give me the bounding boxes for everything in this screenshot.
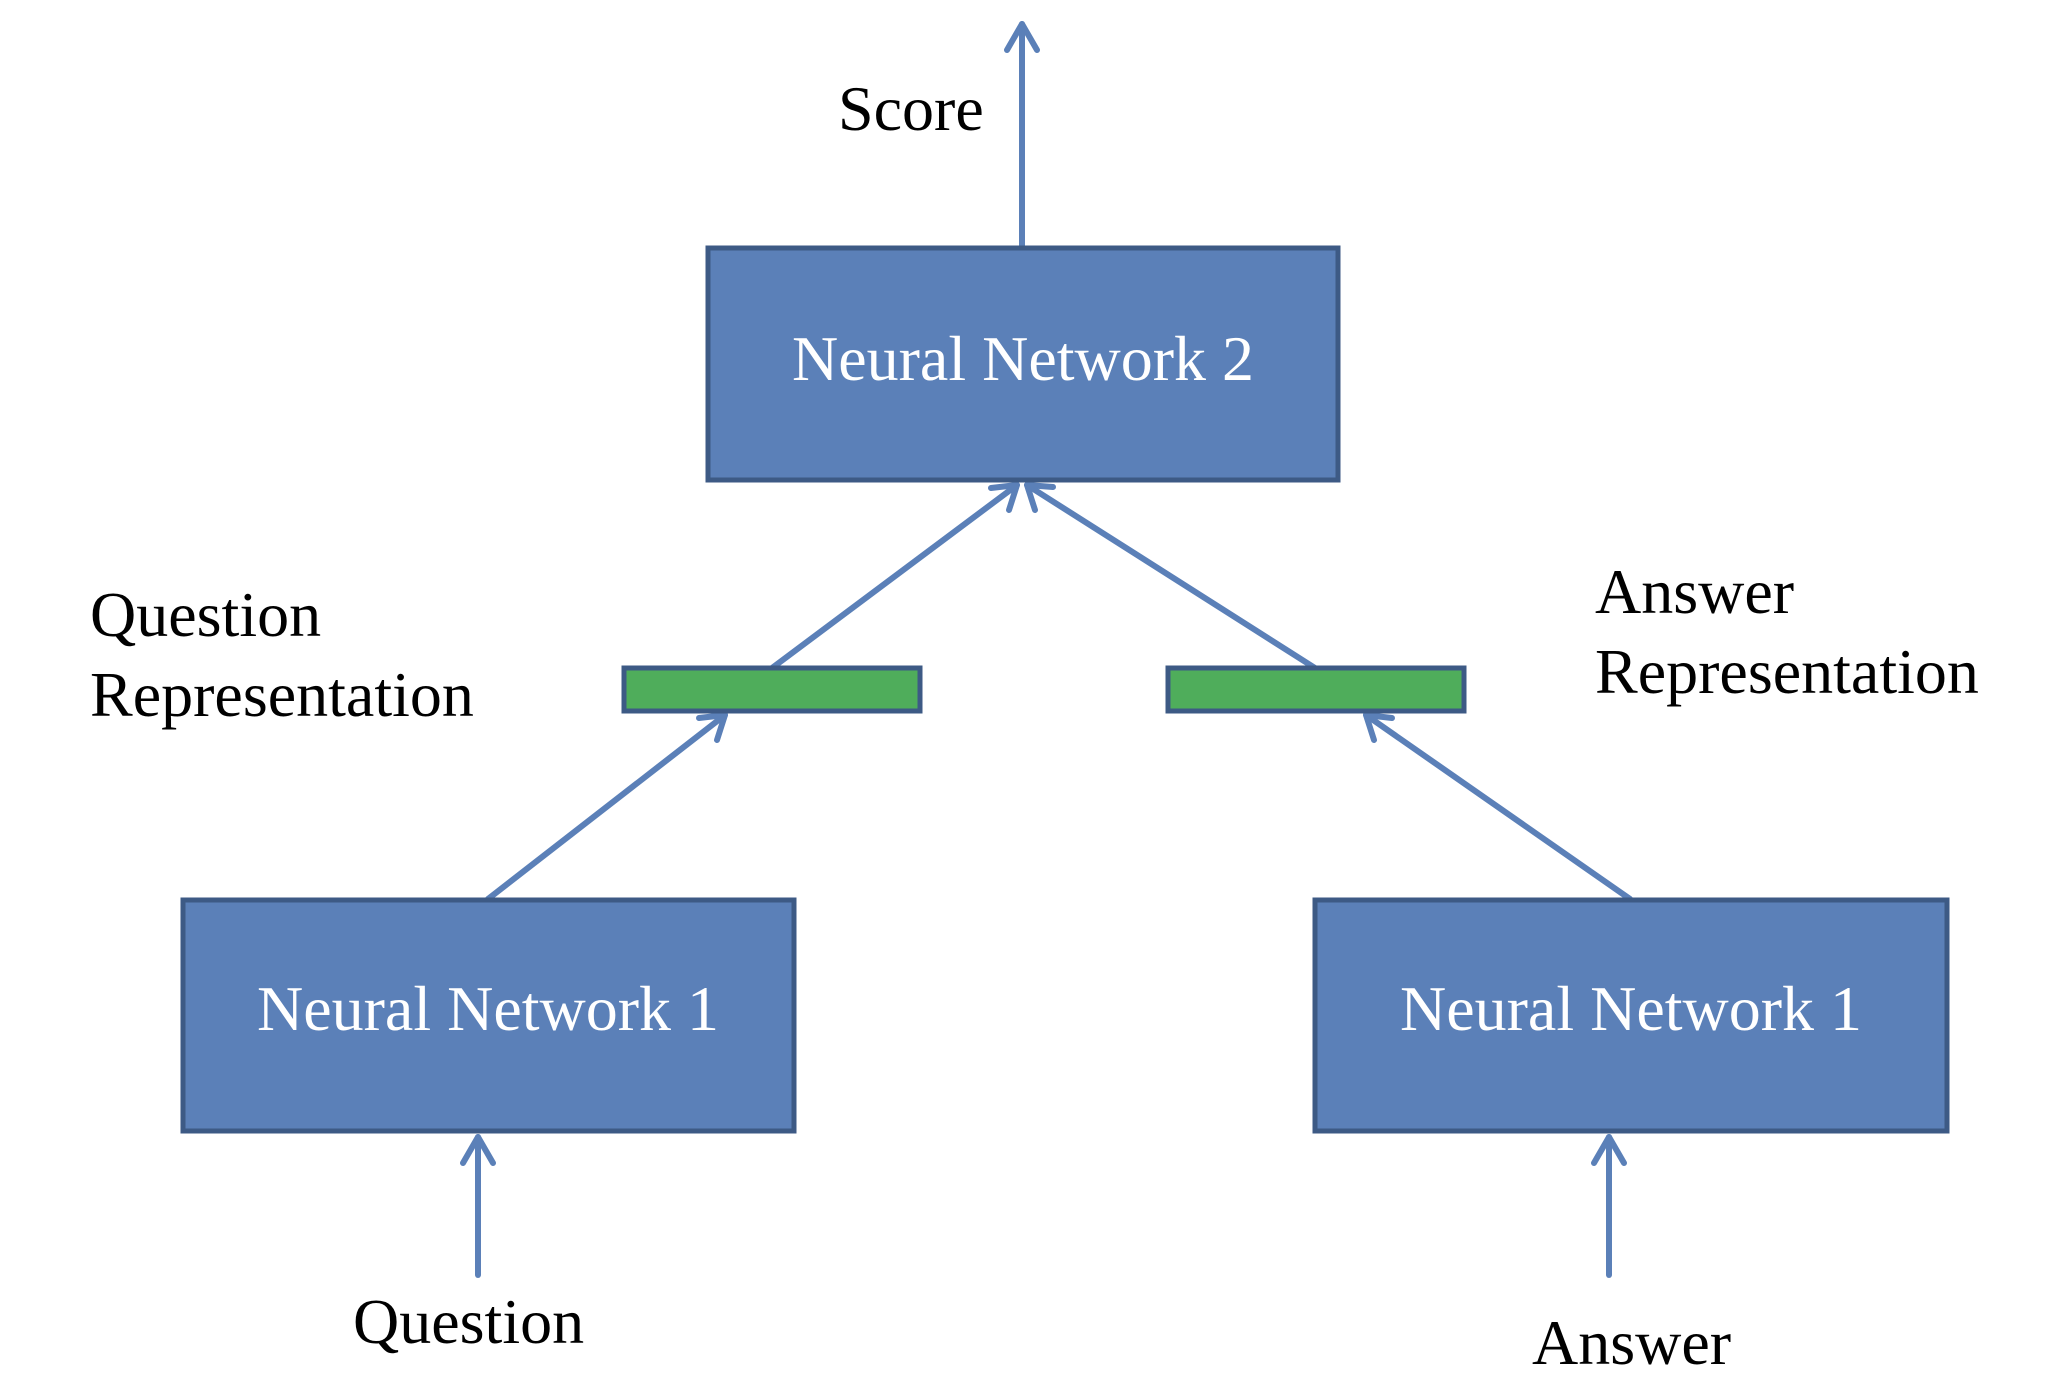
neural-network-1-question-label: Neural Network 1 — [257, 973, 719, 1044]
score-label: Score — [838, 73, 984, 144]
neural-network-1-answer-box: Neural Network 1 — [1312, 897, 1950, 1134]
arrow-answer-to-nn1 — [1591, 1134, 1627, 1278]
neural-network-2-box: Neural Network 2 — [705, 245, 1341, 483]
neural-network-2-label: Neural Network 2 — [792, 323, 1254, 394]
answer-input-label: Answer — [1532, 1307, 1731, 1378]
question-representation-label-line1: Question — [90, 579, 321, 650]
arrow-nn1-question-to-question-representation — [485, 712, 728, 902]
question-input-label: Question — [353, 1286, 584, 1357]
arrow-question-representation-to-nn2 — [769, 482, 1020, 671]
arrows — [460, 21, 1633, 1278]
answer-representation-label-line2: Representation — [1595, 636, 1979, 707]
arrow-nn2-to-score — [1004, 21, 1040, 249]
neural-network-1-answer-label: Neural Network 1 — [1400, 973, 1862, 1044]
question-representation-label-line2: Representation — [90, 659, 474, 730]
question-representation-bar — [621, 665, 923, 714]
arrow-answer-representation-to-nn2 — [1024, 482, 1318, 671]
answer-representation-bar — [1165, 665, 1467, 714]
arrow-question-to-nn1 — [460, 1134, 496, 1278]
neural-network-1-question-box: Neural Network 1 — [180, 897, 797, 1134]
answer-representation-label-line1: Answer — [1595, 556, 1794, 627]
arrow-nn1-answer-to-answer-representation — [1363, 712, 1633, 902]
